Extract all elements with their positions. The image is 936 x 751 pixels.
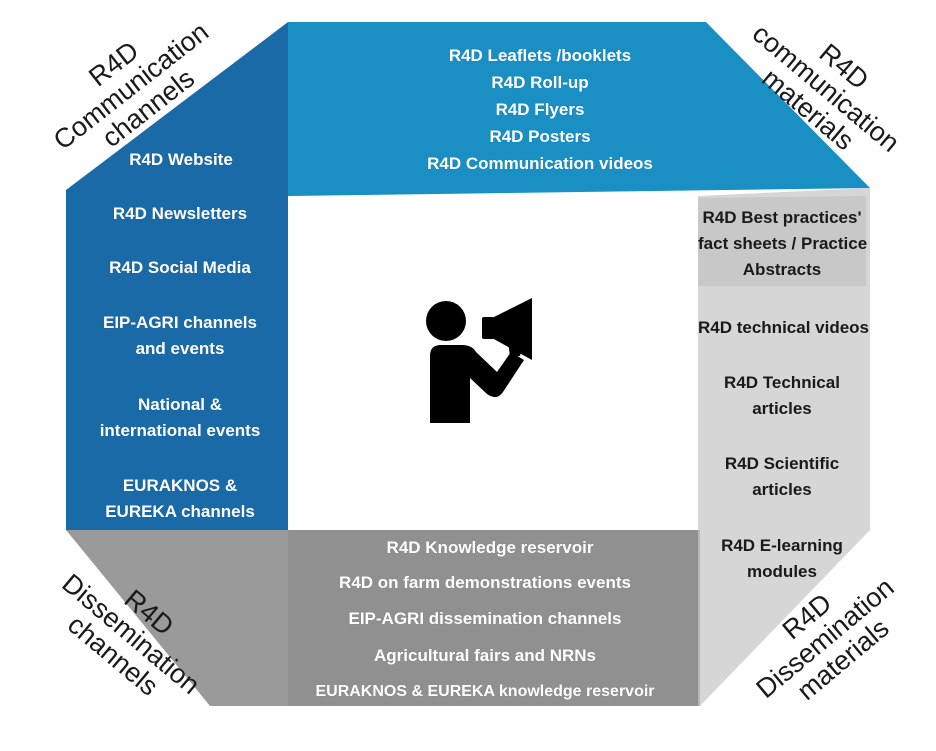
- communication-channel-item: EURAKNOS & EUREKA channels: [74, 473, 286, 525]
- item-line: articles: [752, 480, 812, 499]
- dissemination-material-item: R4D Scientific articles: [698, 451, 866, 503]
- communication-material-item: R4D Communication videos: [427, 154, 653, 173]
- item-line: National &: [137, 395, 223, 414]
- item-line: R4D Scientific: [724, 454, 840, 473]
- dissemination-channel-item: EURAKNOS & EUREKA knowledge reservoir: [315, 683, 655, 700]
- item-line: R4D Technical: [724, 373, 840, 392]
- communication-material-item: R4D Flyers: [495, 100, 585, 119]
- dissemination-channel-item: R4D on farm demonstrations events: [339, 573, 631, 592]
- communication-channel-item: EIP-AGRI channels and events: [74, 310, 286, 362]
- item-line: international events: [99, 421, 261, 440]
- dissemination-channel-item: Agricultural fairs and NRNs: [374, 646, 596, 665]
- communication-channels-panel: [66, 22, 288, 530]
- dissemination-material-item: R4D Technical articles: [698, 370, 866, 422]
- item-line: R4D Best practices': [702, 208, 862, 227]
- communication-channel-item: National & international events: [74, 392, 286, 444]
- person-megaphone-icon: [426, 298, 532, 423]
- item-line: fact sheets / Practice: [698, 234, 868, 253]
- item-line: EUREKA channels: [105, 502, 255, 521]
- center-panel: [288, 196, 698, 530]
- dissemination-channel-item: EIP-AGRI dissemination channels: [348, 609, 622, 628]
- communication-channel-item: R4D Website: [129, 150, 233, 169]
- dissemination-channel-item: R4D Knowledge reservoir: [386, 538, 594, 557]
- dissemination-materials-panel: [698, 188, 870, 706]
- item-line: EURAKNOS &: [122, 476, 238, 495]
- communication-channel-item: R4D Social Media: [109, 258, 251, 277]
- dissemination-channels-panel: [66, 530, 700, 706]
- item-line: modules: [747, 562, 817, 581]
- item-line: and events: [135, 339, 225, 358]
- communication-material-item: R4D Posters: [489, 127, 591, 146]
- item-line: EIP-AGRI channels: [103, 313, 257, 332]
- item-line: Abstracts: [742, 260, 822, 279]
- communication-channel-item: R4D Newsletters: [112, 204, 248, 223]
- dissemination-material-item: R4D technical videos: [698, 318, 870, 337]
- dissemination-channels-shade: [288, 530, 700, 706]
- item-line: articles: [752, 399, 812, 418]
- communication-material-item: R4D Leaflets /booklets: [448, 46, 632, 65]
- communication-materials-panel: [288, 22, 870, 196]
- dissemination-material-item: R4D Best practices' fact sheets / Practi…: [698, 205, 868, 283]
- dissemination-material-item: R4D E-learning modules: [698, 533, 866, 585]
- dissemination-materials-highlight: [698, 196, 866, 286]
- r4d-communication-diagram: R4D Communication channels R4D communica…: [48, 16, 905, 706]
- communication-material-item: R4D Roll-up: [491, 73, 589, 92]
- item-line: R4D E-learning: [721, 536, 843, 555]
- octagon-frame: [66, 22, 870, 706]
